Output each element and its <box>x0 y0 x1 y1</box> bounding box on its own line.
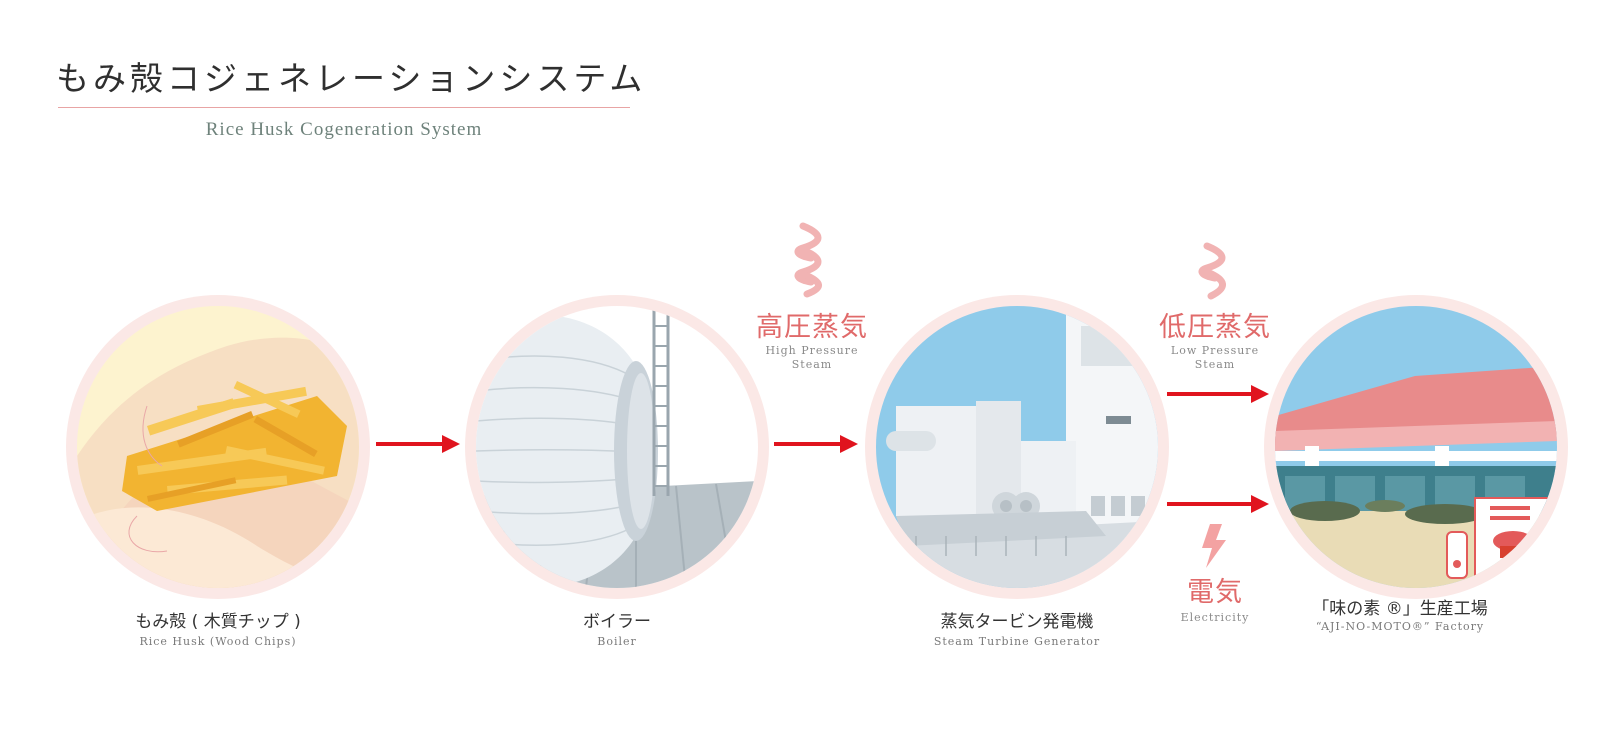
turbine-label-en: Steam Turbine Generator <box>933 635 1101 648</box>
electricity-label-en: Electricity <box>1180 611 1250 624</box>
arrow-electricity-to-factory <box>1167 495 1269 513</box>
high-pressure-en-line2: Steam <box>791 358 833 371</box>
steam-icon <box>1198 242 1226 300</box>
page-title: もみ殻コジェネレーションシステム <box>56 59 647 98</box>
low-pressure-en-line2: Steam <box>1194 358 1236 371</box>
arrow-husk-to-boiler <box>376 435 460 453</box>
high-pressure-steam-label: 高圧蒸気 <box>756 312 868 343</box>
lightning-icon <box>1202 524 1226 568</box>
boiler-label-en: Boiler <box>597 635 637 648</box>
boiler-label: ボイラー <box>583 612 651 632</box>
factory-illustration <box>1264 295 1568 599</box>
high-pressure-en-line1: High Pressure <box>765 344 859 357</box>
factory-label: 「味の素 ®」生産工場 <box>1312 599 1488 619</box>
low-pressure-steam-label-en: Low Pressure Steam <box>1145 344 1285 372</box>
page-subtitle: Rice Husk Cogeneration System <box>205 119 483 140</box>
high-pressure-steam-label-en: High Pressure Steam <box>742 344 882 372</box>
arrow-steam-to-factory <box>1167 385 1269 403</box>
low-pressure-en-line1: Low Pressure <box>1170 344 1260 357</box>
rice-husk-label: もみ殻 ( 木質チップ ) <box>135 612 301 632</box>
turbine-label: 蒸気タービン発電機 <box>940 612 1094 632</box>
factory-label-en: “AJI-NO-MOTO®” Factory <box>1315 620 1485 633</box>
rice-husk-label-en: Rice Husk (Wood Chips) <box>139 635 297 648</box>
low-pressure-steam-label: 低圧蒸気 <box>1159 312 1271 343</box>
turbine-illustration <box>865 295 1169 599</box>
title-divider <box>58 107 630 108</box>
rice-husk-illustration <box>66 295 370 599</box>
boiler-illustration <box>465 295 769 599</box>
steam-icon <box>794 222 822 298</box>
electricity-label: 電気 <box>1187 577 1243 608</box>
arrow-boiler-to-turbine <box>774 435 858 453</box>
